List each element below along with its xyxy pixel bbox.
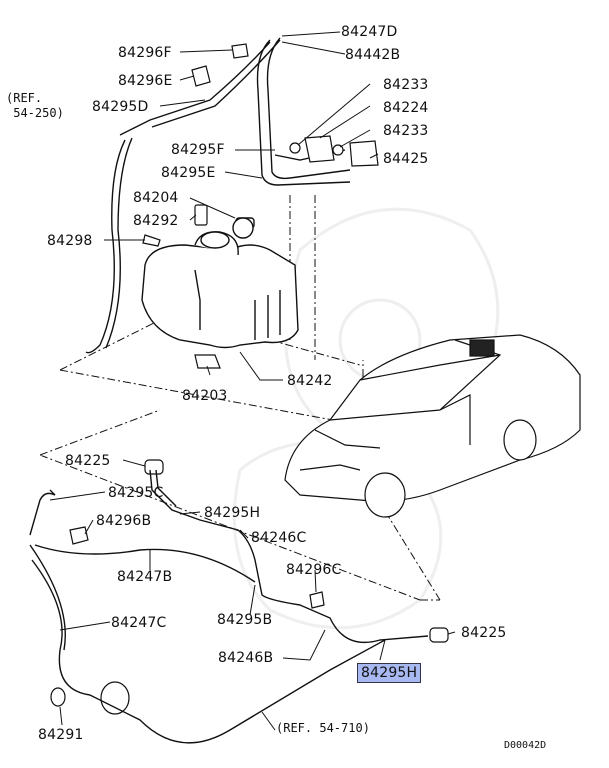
label-84225-upper: 84225 (65, 453, 111, 469)
label-84247B: 84247B (117, 569, 173, 585)
84225-top-nozzle (144, 459, 164, 475)
ref-54-250-line1: (REF. (6, 91, 43, 105)
leader-lines (49, 31, 456, 731)
84296E-clip (191, 65, 211, 87)
label-84296C: 84296C (286, 562, 342, 578)
84296C-clip (309, 591, 325, 609)
84291-grommet (50, 687, 66, 707)
label-84295D: 84295D (92, 99, 149, 115)
label-84425: 84425 (383, 151, 429, 167)
grommet-body (100, 681, 130, 715)
label-84295B: 84295B (217, 612, 273, 628)
84292-bracket (194, 204, 208, 226)
84296F-clip (231, 43, 249, 59)
label-84295F: 84295F (171, 142, 225, 158)
label-84296F: 84296F (118, 45, 172, 61)
label-84292: 84292 (133, 213, 179, 229)
label-84224: 84224 (383, 100, 429, 116)
diagram-code: D00042D (504, 740, 547, 751)
ref-54-250-line2: 54-250) (6, 106, 64, 120)
label-84295E: 84295E (161, 165, 216, 181)
84224-nozzle-left (304, 135, 335, 163)
label-84204: 84204 (133, 190, 179, 206)
ref-54-710: (REF. 54-710) (276, 721, 370, 735)
label-84246B: 84246B (218, 650, 274, 666)
84298-connector (142, 234, 161, 247)
84296B-clip (69, 526, 89, 545)
label-84295H-upper: 84295H (204, 505, 261, 521)
84425-nozzle-right (349, 140, 379, 167)
label-84247D: 84247D (341, 24, 398, 40)
label-84225-lower: 84225 (461, 625, 507, 641)
label-84298: 84298 (47, 233, 93, 249)
label-84247C: 84247C (111, 615, 167, 631)
label-84233-upper: 84233 (383, 77, 429, 93)
washer-tank (141, 217, 299, 349)
label-84233-lower: 84233 (383, 123, 429, 139)
84225-bottom-nozzle (429, 627, 449, 643)
label-84296B: 84296B (96, 513, 152, 529)
label-84442B: 84442B (345, 47, 401, 63)
84203-bracket (194, 354, 221, 369)
label-84246C: 84246C (251, 530, 307, 546)
label-84295H-highlighted[interactable]: 84295H (357, 663, 422, 683)
label-84203: 84203 (182, 388, 228, 404)
84233-left (289, 142, 301, 154)
84233-right (332, 144, 344, 156)
vehicle-illustration (284, 334, 581, 518)
label-84242: 84242 (287, 373, 333, 389)
label-84296E: 84296E (118, 73, 173, 89)
lower-hoses (29, 469, 429, 744)
reference-dashes (269, 195, 361, 366)
label-84295C: 84295C (108, 485, 164, 501)
label-84291: 84291 (38, 727, 84, 743)
